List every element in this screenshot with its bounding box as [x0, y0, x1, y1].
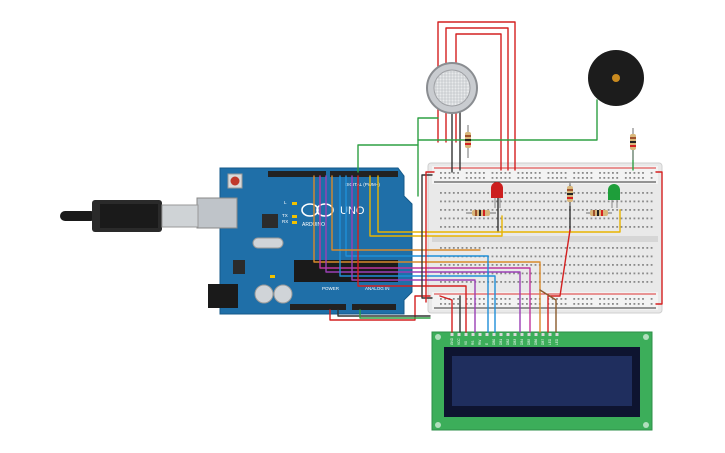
rx-label: RX [282, 219, 288, 224]
red-led[interactable] [491, 182, 503, 208]
regulator [233, 260, 245, 274]
lcd-pin[interactable] [520, 333, 524, 336]
power-label: POWER [322, 286, 340, 291]
analog-label: ANALOG IN [365, 286, 390, 291]
resistor-green-led [586, 210, 612, 216]
capacitor-2 [273, 284, 293, 304]
lcd-pin[interactable] [450, 333, 454, 336]
breadboard-holes [440, 172, 653, 305]
usb-cable[interactable] [60, 200, 199, 232]
digital-header-right [330, 171, 398, 177]
piezo-buzzer[interactable] [588, 50, 644, 106]
lcd-pin[interactable] [478, 333, 482, 336]
lcd-pin-label: RW [478, 340, 482, 345]
lcd-pin[interactable] [534, 333, 538, 336]
lcd-pin-label: VCC [457, 338, 461, 345]
arduino-uno-board[interactable]: ARDUINO UNO DIGITAL (PWM~) ANALOG IN POW… [196, 167, 413, 315]
arduino-logo [301, 203, 334, 217]
capacitor-1 [254, 284, 274, 304]
power-jack [208, 284, 238, 308]
lcd-pin[interactable] [499, 333, 503, 336]
digital-label: DIGITAL (PWM~) [345, 182, 380, 187]
lcd-pin-label: DB5 [527, 339, 531, 345]
lcd-pin-label: DB7 [541, 339, 545, 345]
reset-button[interactable] [230, 176, 240, 186]
lcd-pin-label: DB4 [520, 339, 524, 345]
resistor-buzzer [630, 128, 636, 160]
lcd-pin[interactable] [506, 333, 510, 336]
resistor-mid [567, 182, 573, 206]
lcd-pin-label: DB2 [506, 339, 510, 345]
lcd-pin[interactable] [471, 333, 475, 336]
atmega-chip [294, 260, 398, 282]
lcd-screen [452, 356, 632, 406]
digital-header-left [268, 171, 326, 177]
tx-label: TX [282, 213, 288, 218]
lcd-pin-label: RS [471, 341, 475, 345]
lcd-pin[interactable] [492, 333, 496, 336]
lcd-pin[interactable] [464, 333, 468, 336]
gas-sensor[interactable] [426, 62, 478, 114]
usb-jack [196, 197, 238, 229]
crystal [252, 237, 284, 249]
lcd-pin-label: E [485, 343, 489, 345]
lcd-pin[interactable] [555, 333, 559, 336]
lcd-pin[interactable] [485, 333, 489, 336]
lcd-pin-label: DB6 [534, 339, 538, 345]
lcd-pin-label: DB3 [513, 339, 517, 345]
lcd-pin[interactable] [527, 333, 531, 336]
power-header [290, 304, 346, 310]
lcd-pin-label: DB1 [499, 339, 503, 345]
lcd-pin-label: GND [450, 337, 454, 345]
lcd-pin[interactable] [548, 333, 552, 336]
l-led-label: L [284, 200, 287, 205]
lcd-pin-label: V0 [464, 341, 468, 345]
resistor-red-led [466, 210, 496, 216]
lcd-pin-label: LED [548, 338, 552, 345]
usb-chip [262, 214, 278, 228]
lcd-pin-label: DB0 [492, 339, 496, 345]
resistor-gas [465, 125, 471, 158]
lcd-pin[interactable] [513, 333, 517, 336]
green-led[interactable] [608, 184, 620, 208]
analog-header [352, 304, 396, 310]
lcd-pin[interactable] [457, 333, 461, 336]
breadboard[interactable] [427, 162, 663, 314]
lcd-pin[interactable] [541, 333, 545, 336]
wires [313, 21, 663, 333]
lcd-pin-label: LED [555, 338, 559, 345]
